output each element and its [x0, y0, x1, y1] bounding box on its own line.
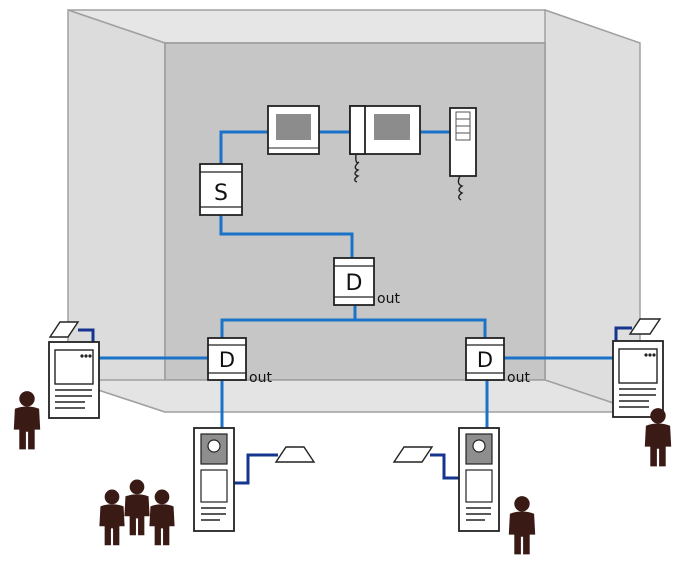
wire-switch-monitor [219, 130, 268, 164]
distributor-left-out: out [249, 370, 272, 386]
camera-bottom-right-icon [392, 446, 434, 463]
people [13, 391, 672, 555]
distributor-left: D out [207, 337, 272, 386]
distributor-right-label: D [477, 348, 493, 372]
distributor-left-label: D [219, 348, 235, 372]
distributor-right: D out [465, 337, 530, 386]
audio-intercom-handset-icon [449, 107, 477, 201]
person-icon [149, 489, 175, 546]
room-box [67, 8, 641, 414]
wiring [78, 130, 632, 485]
door-station-bottom-left [193, 427, 316, 532]
video-monitor-icon [267, 105, 320, 155]
switch-module: S [199, 163, 243, 216]
room-floor [67, 379, 641, 413]
distributor-right-out: out [507, 370, 530, 386]
person-icon [13, 391, 41, 450]
door-station-left [48, 321, 100, 419]
distributor-top-label: D [346, 271, 363, 296]
camera-bottom-left-icon [274, 446, 316, 463]
distributor-top-out: out [377, 291, 400, 307]
switch-label: S [214, 181, 228, 206]
person-icon [508, 496, 536, 555]
wire-camera-right-upper [614, 326, 632, 341]
camera-left-icon [48, 321, 80, 338]
distributor-top: D out [333, 257, 400, 307]
wire-camera-left-upper [78, 328, 95, 342]
door-station-bottom-right [392, 427, 500, 532]
wire-switch-distributor [219, 215, 354, 258]
person-icon [124, 479, 150, 536]
wire-distributor-branch [220, 318, 487, 338]
handset-video-monitor-icon [349, 105, 421, 183]
camera-right-icon [628, 318, 662, 335]
door-station-right [612, 318, 664, 418]
wire-camera-bottom-right [430, 453, 459, 480]
person-icon [99, 489, 125, 546]
wire-camera-bottom-left [234, 453, 278, 485]
